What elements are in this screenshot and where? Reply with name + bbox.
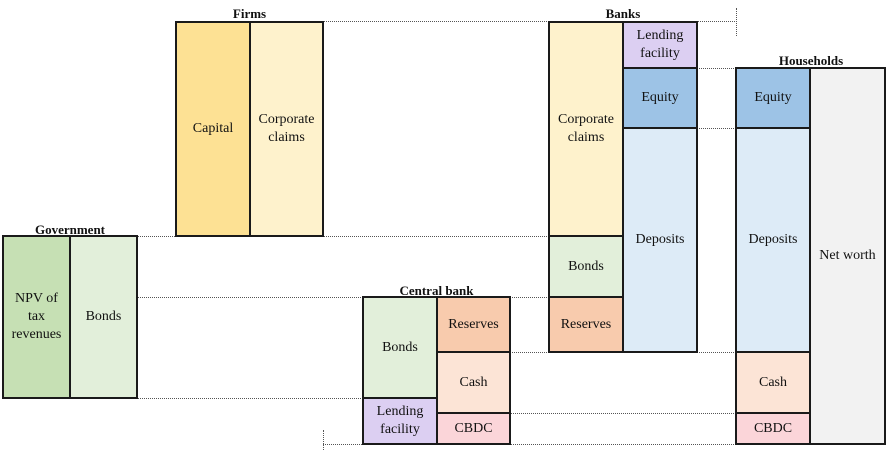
firms-capital: Capital — [175, 21, 251, 237]
connector-government-bonds — [137, 297, 363, 298]
firms-capital-label: Capital — [192, 121, 234, 136]
connector-government-firms — [137, 236, 549, 237]
central-bank-cbdc: CBDC — [436, 412, 511, 445]
households-net-worth-label: Net worth — [819, 248, 876, 263]
connector-lending-households — [697, 68, 736, 69]
government-bonds: Bonds — [69, 235, 138, 399]
banks-title: Banks — [605, 6, 641, 21]
banks-bonds-label: Bonds — [568, 258, 604, 274]
banks-equity: Equity — [622, 67, 698, 129]
government-title: Government — [34, 222, 106, 237]
central-bank-reserves-label: Reserves — [448, 316, 499, 332]
central-bank-lending-facility-label: Lending facility — [376, 404, 424, 437]
households-title: Households — [778, 53, 844, 68]
central-bank-title: Central bank — [399, 283, 474, 298]
connector-equity-households — [697, 128, 736, 129]
households-deposits-label: Deposits — [748, 232, 798, 247]
banks-deposits: Deposits — [622, 127, 698, 353]
households-equity-label: Equity — [754, 90, 792, 105]
banks-lending-facility: Lending facility — [622, 21, 698, 69]
banks-corporate-claims-label: Corporate claims — [558, 112, 614, 145]
banks-deposits-label: Deposits — [635, 232, 685, 247]
connector-deposits-households — [697, 352, 736, 353]
connector-banks-right-tick — [736, 8, 737, 36]
connector-cash-households — [510, 413, 736, 414]
connector-bottom — [323, 444, 736, 445]
connector-firms-banks — [323, 21, 549, 22]
banks-lending-facility-label: Lending facility — [636, 28, 684, 61]
firms-title: Firms — [232, 6, 267, 21]
government-bonds-label: Bonds — [85, 309, 122, 324]
connector-centralbank-reserves — [510, 352, 549, 353]
banks-bonds: Bonds — [548, 235, 624, 298]
firms-corporate-claims-label: Corporate claims — [258, 112, 315, 145]
connector-government-bottom — [137, 398, 363, 399]
central-bank-cash: Cash — [436, 351, 511, 414]
households-cbdc-label: CBDC — [753, 420, 793, 436]
households-cash: Cash — [735, 351, 811, 414]
central-bank-reserves: Reserves — [436, 296, 511, 353]
connector-bottom-tick — [323, 430, 324, 450]
banks-corporate-claims: Corporate claims — [548, 21, 624, 237]
central-bank-lending-facility: Lending facility — [362, 397, 438, 445]
households-cbdc: CBDC — [735, 412, 811, 445]
central-bank-cash-label: Cash — [459, 374, 488, 390]
households-cash-label: Cash — [759, 374, 787, 390]
households-net-worth: Net worth — [809, 67, 886, 445]
banks-reserves: Reserves — [548, 296, 624, 353]
households-deposits: Deposits — [735, 127, 811, 353]
government-npv-tax-revenues: NPV of tax revenues — [2, 235, 71, 399]
banks-reserves-label: Reserves — [560, 316, 612, 332]
central-bank-bonds-label: Bonds — [382, 339, 418, 355]
government-npv-label: NPV of tax revenues — [11, 291, 62, 342]
households-equity: Equity — [735, 67, 811, 129]
firms-corporate-claims: Corporate claims — [249, 21, 324, 237]
connector-centralbank-banks — [510, 297, 549, 298]
banks-equity-label: Equity — [641, 90, 679, 105]
central-bank-bonds: Bonds — [362, 296, 438, 399]
central-bank-cbdc-label: CBDC — [454, 420, 493, 436]
